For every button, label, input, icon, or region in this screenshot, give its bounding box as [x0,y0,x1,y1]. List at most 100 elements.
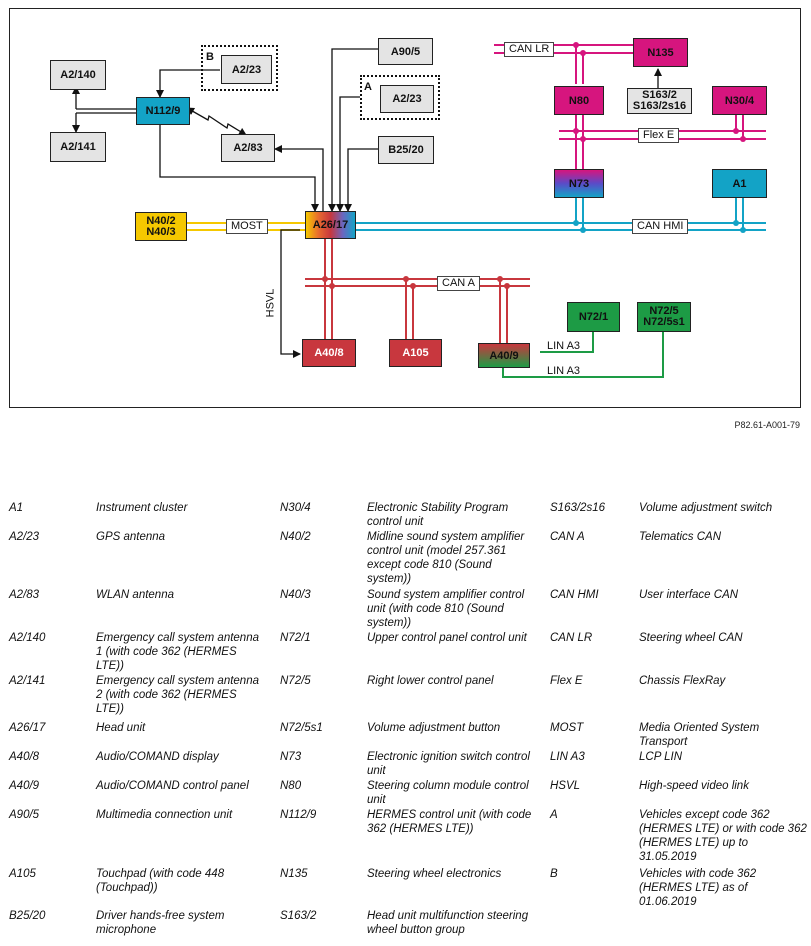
legend-description: Volume adjustment button [367,722,501,734]
legend-code: S163/2 [280,910,317,922]
legend-code: N72/1 [280,632,311,644]
legend-description: Touchpad (with code 448 (Touchpad)) [96,868,225,894]
unit-n80: N80 [554,86,604,115]
legend-description: Driver hands-free system microphone [96,910,225,936]
bus-label-hsvl: HSVL [264,288,277,318]
unit-s163-2: S163/2 S163/2s16 [627,88,692,114]
legend-code: B25/20 [9,910,46,922]
legend-description: Electronic Stability Program control uni… [367,502,509,528]
bus-label-flex-e: Flex E [638,128,680,143]
legend-description: Electronic ignition switch control unit [367,751,530,777]
bus-label-lin-a3-upper: LIN A3 [547,340,581,352]
lin-a3-bus [502,332,664,378]
legend-code: Flex E [550,675,583,687]
unit-a90-5: A90/5 [378,38,433,65]
bus-label-lin-a3-lower: LIN A3 [547,365,581,377]
legend-description: Head unit [96,722,146,734]
legend-description: Media Oriented System Transport [639,722,760,748]
unit-a2-23-a: A2/23 [380,85,434,113]
unit-a2-141: A2/141 [50,132,106,162]
legend-description: Sound system amplifier control unit (wit… [367,589,525,629]
legend-code: A105 [9,868,36,880]
legend-description: Vehicles with code 362 (HERMES LTE) as o… [639,868,757,908]
unit-a2-23-b: A2/23 [221,55,272,84]
unit-n135: N135 [633,38,688,67]
legend-code: B [550,868,558,880]
legend-code: N40/3 [280,589,311,601]
signal-arrows [72,48,662,212]
magenta-junctions [573,42,746,142]
legend-description: Steering column module control unit [367,780,529,806]
legend-code: A2/83 [9,589,40,601]
unit-n72-5: N72/5 N72/5s1 [637,302,691,332]
can-hmi-bus [355,197,766,231]
unit-b25-20: B25/20 [378,136,434,164]
legend-description: LCP LIN [639,751,683,763]
legend-code: N40/2 [280,531,311,543]
legend-code: N112/9 [280,809,317,821]
legend-description: High-speed video link [639,780,749,792]
unit-a1: A1 [712,169,767,198]
legend-description: Steering wheel electronics [367,868,502,880]
unit-n72-1: N72/1 [567,302,620,332]
group-a-frame [360,75,440,120]
bus-label-most: MOST [226,219,268,234]
legend-description: Right lower control panel [367,675,494,687]
legend-description: Telematics CAN [639,531,722,543]
legend-code: N72/5 [280,675,311,687]
legend-code: A90/5 [9,809,40,821]
group-b-label: B [206,51,214,63]
legend-code: N30/4 [280,502,311,514]
cyan-junctions [573,220,746,233]
group-b-frame [201,45,278,91]
legend-description: GPS antenna [96,531,166,543]
legend-description: Instrument cluster [96,502,188,514]
legend-code: A2/140 [9,632,46,644]
unit-a40-8: A40/8 [302,339,356,367]
network-topology-diagram: B A A2/140 A2/141 N112/9 A2/23 A2/83 A90… [9,8,801,408]
legend-code: CAN HMI [550,589,599,601]
legend-description: Head unit multifunction steering wheel b… [367,910,529,936]
unit-a40-9: A40/9 [478,343,530,368]
unit-a2-83: A2/83 [221,134,275,162]
bus-label-can-a: CAN A [437,276,481,291]
group-a-label: A [364,81,372,93]
unit-a2-140: A2/140 [50,60,106,90]
legend-code: HSVL [550,780,581,792]
legend-description: Emergency call system antenna 2 (with co… [96,675,259,715]
legend-description: Upper control panel control unit [367,632,527,644]
bus-label-can-hmi: CAN HMI [632,219,689,234]
legend-description: User interface CAN [639,589,739,601]
legend-description: Vehicles except code 362 (HERMES LTE) or… [639,809,807,863]
legend-description: Audio/COMAND display [96,751,219,763]
legend-description: Midline sound system amplifier control u… [367,531,525,585]
legend-code: CAN A [550,531,585,543]
red-junctions [322,276,510,289]
legend-description: Emergency call system antenna 1 (with co… [96,632,259,672]
legend-code: N73 [280,751,302,763]
can-a-bus [305,238,530,343]
legend-code: A2/141 [9,675,46,687]
legend-code: N80 [280,780,302,792]
legend-code: LIN A3 [550,751,585,763]
legend-description: Steering wheel CAN [639,632,743,644]
legend-description: Multimedia connection unit [96,809,233,821]
legend-code: A26/17 [9,722,46,734]
legend-description: Audio/COMAND control panel [96,780,249,792]
unit-n40: N40/2 N40/3 [135,212,187,241]
legend-code: A1 [9,502,24,514]
hsvl-line [280,229,301,358]
unit-n73: N73 [554,169,604,198]
figure-reference-code: P82.61-A001-79 [734,420,800,430]
wiring-lines [72,42,766,378]
legend-code: S163/2s16 [550,502,605,514]
unit-a26-17: A26/17 [305,211,356,239]
unit-n30-4: N30/4 [712,86,767,115]
legend-description: HERMES control unit (with code 362 (HERM… [367,809,532,835]
legend-code: N135 [280,868,308,880]
legend-description: Volume adjustment switch [639,502,773,514]
legend-description: WLAN antenna [96,589,174,601]
unit-a105: A105 [389,339,442,367]
legend-code: A2/23 [9,531,40,543]
legend-code: A40/9 [9,780,40,792]
